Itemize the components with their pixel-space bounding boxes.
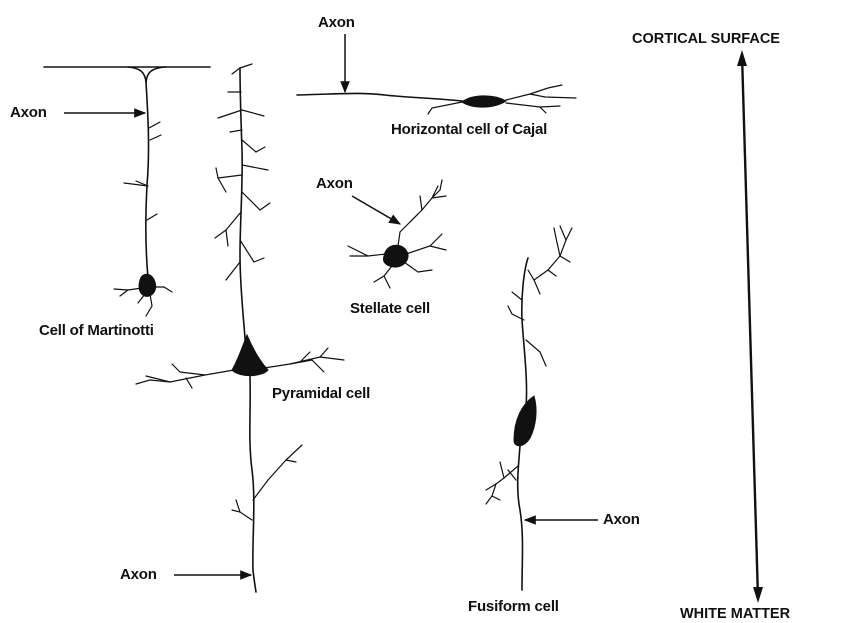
pyramidal-cell bbox=[136, 64, 344, 592]
depth-axis bbox=[737, 50, 763, 603]
stellate-cell-label: Stellate cell bbox=[350, 300, 430, 318]
depth-axis-bottom-arrowhead bbox=[753, 587, 763, 603]
cajal-cell bbox=[297, 85, 576, 114]
cortical-surface-label: CORTICAL SURFACE bbox=[632, 30, 780, 48]
stellate-axon-label: Axon bbox=[316, 175, 353, 193]
martinotti-cell-label: Cell of Martinotti bbox=[39, 322, 154, 340]
fusiform-axon-label: Axon bbox=[603, 511, 640, 529]
white-matter-label: WHITE MATTER bbox=[680, 605, 790, 623]
stellate-cell bbox=[348, 180, 446, 288]
pyramidal-cell-label: Pyramidal cell bbox=[272, 385, 370, 403]
fusiform-cell bbox=[486, 226, 572, 590]
martinotti-axon-label: Axon bbox=[10, 104, 47, 122]
fusiform-cell-label: Fusiform cell bbox=[468, 598, 559, 616]
martinotti-cell bbox=[44, 67, 210, 316]
cajal-axon-label: Axon bbox=[318, 14, 355, 32]
cajal-cell-label: Horizontal cell of Cajal bbox=[391, 121, 547, 139]
stellate-axon-pointer bbox=[352, 196, 400, 224]
depth-axis-line bbox=[742, 55, 758, 598]
pyramidal-axon-label: Axon bbox=[120, 566, 157, 584]
depth-axis-top-arrowhead bbox=[737, 50, 747, 66]
